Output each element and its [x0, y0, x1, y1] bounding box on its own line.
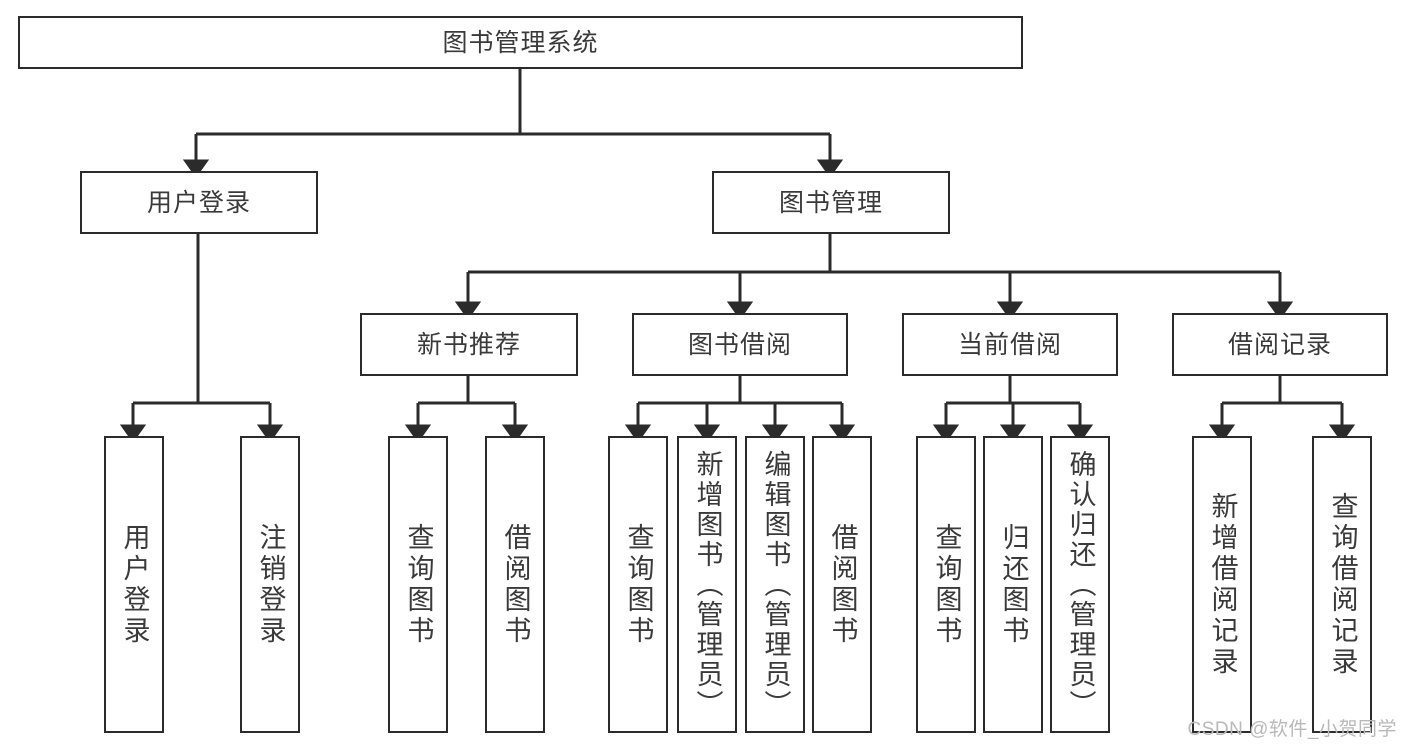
- node-user-login[interactable]: 用户登录: [80, 171, 318, 234]
- node-label: 注销登录: [255, 522, 286, 647]
- leaf-add-book-admin[interactable]: 新增图书（管理员）: [677, 436, 737, 733]
- node-label: 当前借阅: [957, 330, 1062, 359]
- node-label: 用户登录: [146, 188, 251, 217]
- leaf-query-borrow-record[interactable]: 查询借阅记录: [1312, 436, 1372, 733]
- node-new-book-recommend[interactable]: 新书推荐: [360, 313, 578, 376]
- node-label: 借阅图书: [500, 522, 531, 647]
- node-label: 编辑图书（管理员）: [760, 449, 791, 720]
- node-book-borrow[interactable]: 图书借阅: [632, 313, 848, 376]
- leaf-edit-book-admin[interactable]: 编辑图书（管理员）: [745, 436, 805, 733]
- node-label: 查询图书: [931, 522, 962, 647]
- node-label: 图书借阅: [687, 330, 792, 359]
- node-label: 查询借阅记录: [1327, 491, 1358, 678]
- leaf-user-login[interactable]: 用户登录: [104, 436, 164, 733]
- leaf-logout-login[interactable]: 注销登录: [240, 436, 300, 733]
- node-current-borrow[interactable]: 当前借阅: [902, 313, 1118, 376]
- node-book-management[interactable]: 图书管理: [712, 171, 950, 234]
- node-label: 图书管理: [778, 188, 883, 217]
- leaf-query-book-recommend[interactable]: 查询图书: [388, 436, 448, 733]
- leaf-add-borrow-record[interactable]: 新增借阅记录: [1192, 436, 1252, 733]
- leaf-query-book-current[interactable]: 查询图书: [916, 436, 976, 733]
- node-root-system[interactable]: 图书管理系统: [18, 16, 1023, 69]
- node-label: 新增借阅记录: [1207, 491, 1238, 678]
- node-label: 图书管理系统: [442, 28, 599, 57]
- node-label: 查询图书: [403, 522, 434, 647]
- watermark: CSDN @软件_小贺同学: [1187, 719, 1397, 740]
- node-label: 确认归还（管理员）: [1065, 449, 1096, 720]
- node-label: 借阅图书: [827, 522, 858, 647]
- node-label: 归还图书: [998, 522, 1029, 647]
- node-label: 查询图书: [623, 522, 654, 647]
- node-label: 新书推荐: [416, 330, 521, 359]
- node-borrow-record[interactable]: 借阅记录: [1172, 313, 1388, 376]
- node-label: 用户登录: [119, 522, 150, 647]
- leaf-query-book-borrow[interactable]: 查询图书: [608, 436, 668, 733]
- leaf-borrow-book-recommend[interactable]: 借阅图书: [485, 436, 545, 733]
- leaf-borrow-book-borrow[interactable]: 借阅图书: [812, 436, 872, 733]
- leaf-return-book[interactable]: 归还图书: [983, 436, 1043, 733]
- node-label: 借阅记录: [1227, 330, 1332, 359]
- leaf-confirm-return-admin[interactable]: 确认归还（管理员）: [1050, 436, 1110, 733]
- node-label: 新增图书（管理员）: [692, 449, 723, 720]
